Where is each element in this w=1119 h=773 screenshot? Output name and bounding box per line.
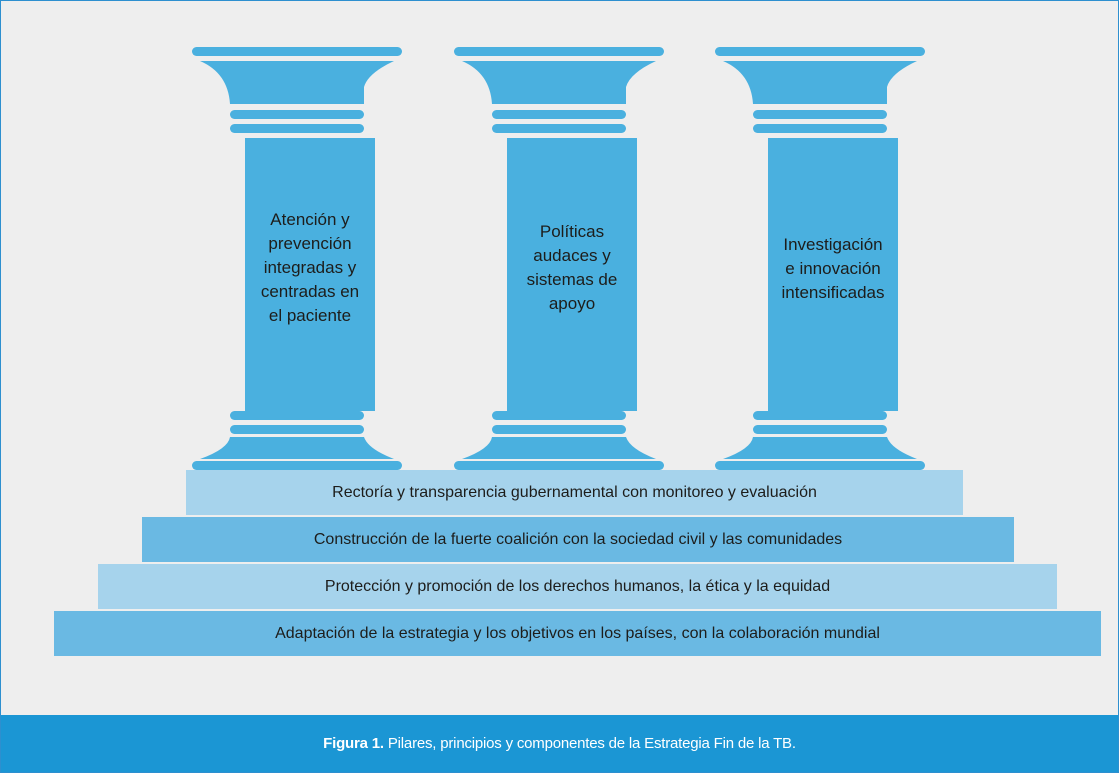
step-3: Protección y promoción de los derechos h… — [98, 564, 1057, 609]
pillar-1-base — [192, 411, 402, 470]
pillar-1-capital — [192, 47, 402, 133]
pillar-2-capital — [454, 47, 664, 133]
pillar-2-label: Políticas audaces y sistemas de apoyo — [526, 222, 618, 313]
step-2: Construcción de la fuerte coalición con … — [142, 517, 1014, 562]
pillar-3-base — [715, 411, 925, 470]
pillar-3-shaft — [768, 138, 898, 411]
pillar-2-shaft — [507, 138, 637, 411]
pillar-3-capital — [715, 47, 925, 133]
step-1: Rectoría y transparencia gubernamental c… — [186, 470, 963, 515]
caption-text: Pilares, principios y componentes de la … — [387, 735, 796, 752]
caption-figure-number: Figura 1. — [323, 735, 384, 752]
pillar-1-label: Atención y prevención integradas y centr… — [260, 210, 360, 325]
pillar-1-shaft — [245, 138, 375, 411]
step-4: Adaptación de la estrategia y los objeti… — [54, 611, 1101, 656]
pillar-2-base — [454, 411, 664, 470]
step-1-label: Rectoría y transparencia gubernamental c… — [332, 483, 817, 501]
step-2-label: Construcción de la fuerte coalición con … — [313, 530, 843, 548]
step-4-label: Adaptación de la estrategia y los objeti… — [275, 624, 880, 642]
figure-caption: Figura 1. Pilares, principios y componen… — [1, 715, 1118, 772]
pillar-3-label: Investigación e innovación intensificada… — [781, 235, 885, 302]
step-3-label: Protección y promoción de los derechos h… — [324, 577, 831, 595]
